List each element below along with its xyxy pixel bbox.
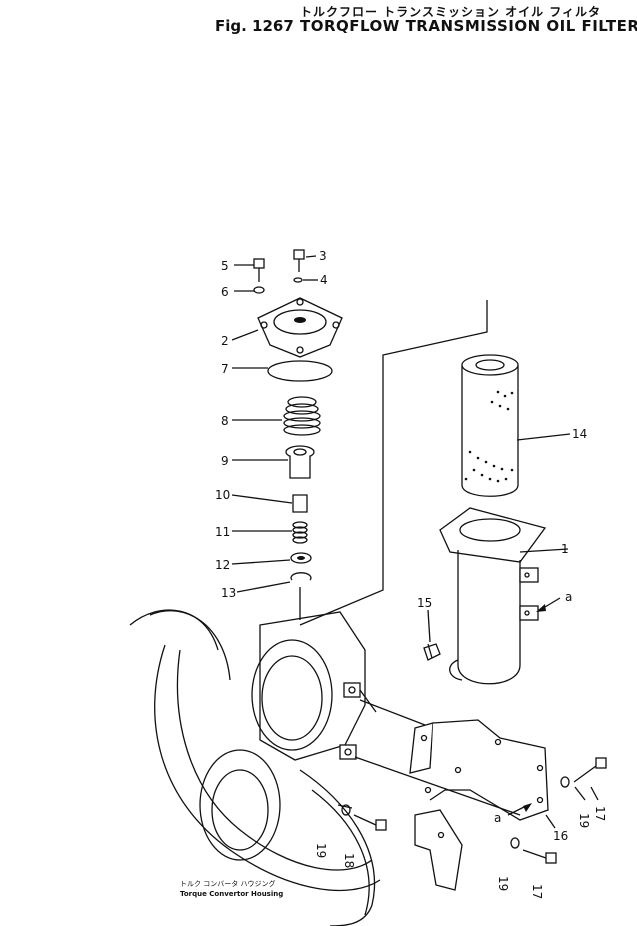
cover-plate-2	[257, 297, 343, 358]
washer-19-lower	[510, 837, 520, 849]
housing-caption-japanese: トルク コンバータ ハウジング	[180, 879, 275, 888]
filter-element-14	[461, 354, 519, 497]
callout-a-upper: a	[565, 590, 572, 604]
plunger-10	[292, 494, 308, 513]
callout-6: 6	[221, 285, 229, 299]
housing-caption-english: Torque Convertor Housing	[180, 890, 283, 898]
callout-17-lower: 17	[530, 884, 544, 899]
leader-lines	[231, 255, 599, 829]
washer-6	[253, 286, 265, 294]
callout-10: 10	[215, 488, 230, 502]
assembly-lines	[337, 689, 521, 816]
bolt-18	[353, 814, 387, 831]
callout-3: 3	[319, 249, 327, 263]
callout-labels: 1 2 3 4 5 6 7 8 9 10 11 12 13 14 15 16 1…	[215, 249, 607, 899]
bolt-17-lower	[522, 849, 557, 864]
callout-14: 14	[572, 427, 587, 441]
bracket-16	[409, 719, 549, 891]
callout-2: 2	[221, 334, 229, 348]
callout-15: 15	[417, 596, 432, 610]
figure-number: Fig. 1267	[215, 17, 294, 35]
callout-19-upper: 19	[577, 813, 591, 828]
plug-15	[423, 643, 441, 661]
torque-converter-housing	[129, 609, 381, 926]
valve-9	[285, 445, 315, 479]
callout-4: 4	[320, 273, 328, 287]
callout-9: 9	[221, 454, 229, 468]
callout-12: 12	[215, 558, 230, 572]
seat-12	[290, 552, 312, 564]
callout-5: 5	[221, 259, 229, 273]
callout-16: 16	[553, 829, 568, 843]
spring-8	[283, 396, 321, 436]
bolt-3	[293, 249, 305, 272]
washer-19-upper	[560, 776, 570, 788]
callout-19-left: 19	[314, 843, 328, 858]
snap-ring-13	[290, 572, 312, 581]
callout-19-lower: 19	[496, 876, 510, 891]
bolt-5	[253, 258, 265, 282]
callout-18: 18	[342, 853, 356, 868]
washer-4	[293, 277, 303, 283]
callout-13: 13	[221, 586, 236, 600]
callout-a-lower: a	[494, 811, 501, 825]
housing-mount-boss	[339, 744, 357, 760]
spring-11	[292, 521, 308, 544]
callout-7: 7	[221, 362, 229, 376]
japanese-title: トルクフロー トランスミッション オイル フィルタ	[300, 5, 602, 19]
callout-11: 11	[215, 525, 230, 539]
callout-1: 1	[561, 542, 569, 556]
washer-19-left	[341, 804, 351, 816]
housing-port	[343, 682, 361, 698]
filter-case-1	[439, 507, 547, 685]
bolt-17-upper	[573, 757, 607, 783]
callout-17-upper: 17	[593, 806, 607, 821]
callout-8: 8	[221, 414, 229, 428]
o-ring-7	[267, 360, 333, 382]
figure-title: TORQFLOW TRANSMISSION OIL FILTER	[300, 17, 637, 35]
